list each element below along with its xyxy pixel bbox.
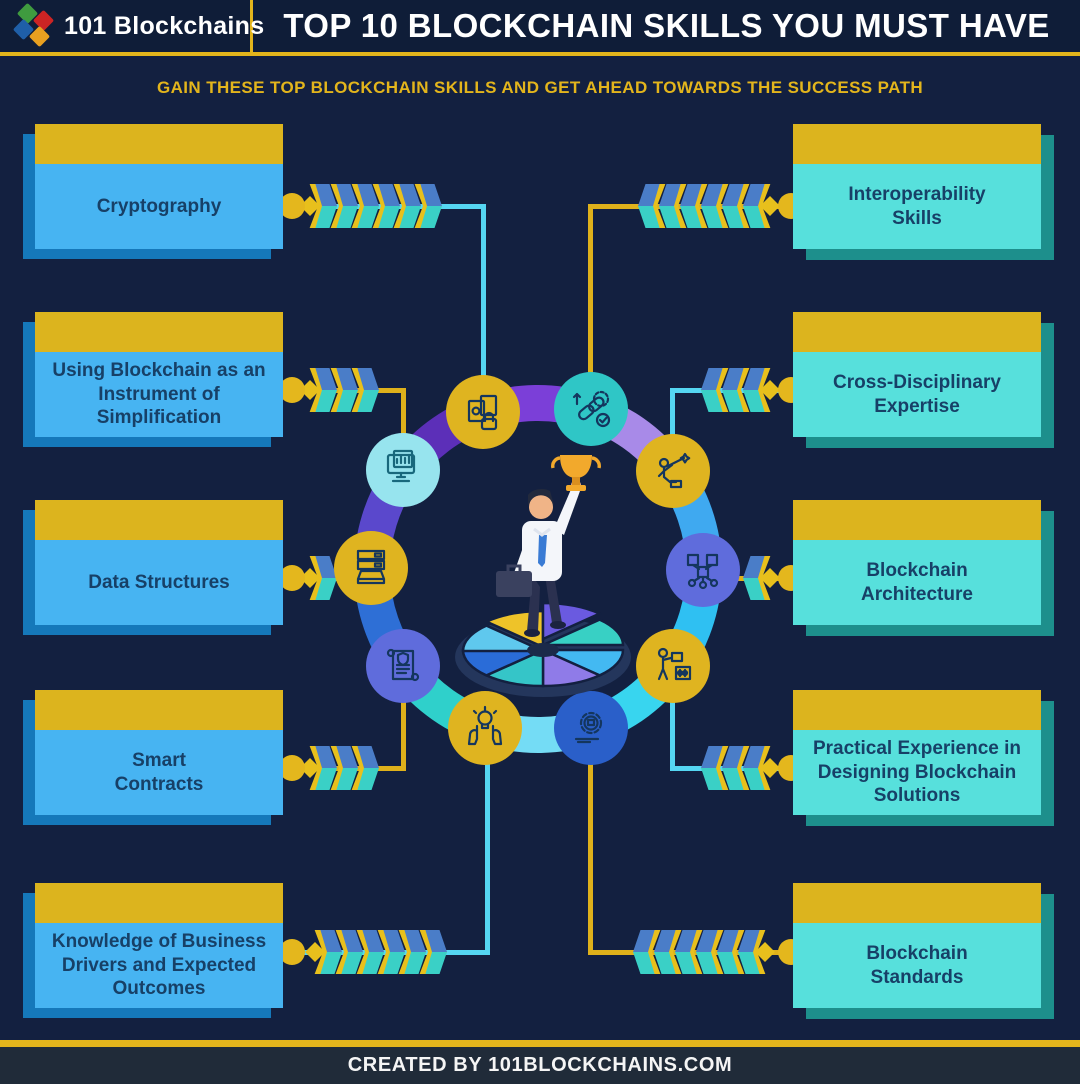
connector-line xyxy=(485,762,490,955)
connector-line xyxy=(670,700,675,771)
card-gold-band xyxy=(35,124,283,164)
skill-label: Using Blockchain as an Instrument of Sim… xyxy=(52,359,266,429)
skill-card-practical-experience: Practical Experience in Designing Blockc… xyxy=(793,690,1041,815)
block-chain-links xyxy=(701,746,780,790)
monitor-chart-icon xyxy=(366,433,440,507)
connector-line xyxy=(481,204,486,379)
skill-label: Blockchain Architecture xyxy=(861,559,973,605)
footer-bar: CREATED BY 101BLOCKCHAINS.COM xyxy=(0,1047,1080,1084)
connector-dot xyxy=(279,939,305,965)
connector-line xyxy=(401,700,406,771)
card-gold-band xyxy=(35,312,283,352)
connector-dot xyxy=(279,377,305,403)
skill-label: Cryptography xyxy=(96,195,222,217)
brand-area: 101 Blockchains xyxy=(0,0,264,52)
skill-card-architecture: Blockchain Architecture xyxy=(793,500,1041,625)
101blockchains-logo-icon xyxy=(12,2,55,48)
trophy-winner-illustration xyxy=(455,455,631,697)
skill-card-cross-disciplinary: Cross-Disciplinary Expertise xyxy=(793,312,1041,437)
connector-line xyxy=(588,204,593,374)
card-gold-band xyxy=(793,124,1041,164)
skill-card-cryptography: Cryptography xyxy=(35,124,283,249)
skill-card-interoperability: Interoperability Skills xyxy=(793,124,1041,249)
card-gold-band xyxy=(35,883,283,923)
hands-lightbulb-icon xyxy=(448,691,522,765)
documents-lock-icon xyxy=(446,375,520,449)
connector-line xyxy=(401,388,406,438)
skill-card-simplification: Using Blockchain as an Instrument of Sim… xyxy=(35,312,283,437)
card-gold-band xyxy=(793,500,1041,540)
connector-dot xyxy=(279,565,305,591)
card-gold-band xyxy=(35,690,283,730)
footer-divider xyxy=(0,1040,1080,1047)
skill-label: Interoperability Skills xyxy=(848,183,986,229)
block-chain-links xyxy=(701,368,780,412)
skill-label: Data Structures xyxy=(88,571,230,593)
chain-link-icon xyxy=(554,372,628,446)
block-chain-links xyxy=(300,184,442,228)
skill-card-smart-contracts: Smart Contracts xyxy=(35,690,283,815)
connector-dot xyxy=(279,755,305,781)
block-chain-links xyxy=(633,930,775,974)
brand-name: 101 Blockchains xyxy=(64,11,265,40)
skill-card-data-structures: Data Structures xyxy=(35,500,283,625)
subtitle: GAIN THESE TOP BLOCKCHAIN SKILLS AND GET… xyxy=(156,78,924,97)
block-chain-links xyxy=(743,556,780,600)
skill-card-business-knowledge: Knowledge of Business Drivers and Expect… xyxy=(35,883,283,1008)
block-chain-links xyxy=(300,368,379,412)
contract-scroll-icon xyxy=(366,629,440,703)
skill-label: Blockchain Standards xyxy=(866,942,968,988)
card-gold-band xyxy=(793,690,1041,730)
skill-label: Practical Experience in Designing Blockc… xyxy=(812,737,1022,807)
block-chain-links xyxy=(305,930,447,974)
skill-label: Knowledge of Business Drivers and Expect… xyxy=(51,930,267,1000)
header-bar: 101 Blockchains TOP 10 BLOCKCHAIN SKILLS… xyxy=(0,0,1080,56)
page-title: TOP 10 BLOCKCHAIN SKILLS YOU MUST HAVE xyxy=(283,7,1050,44)
connector-line xyxy=(588,762,593,955)
footer-credit: CREATED BY 101BLOCKCHAINS.COM xyxy=(347,1054,733,1076)
server-stack-icon xyxy=(334,531,408,605)
skill-card-standards: Blockchain Standards xyxy=(793,883,1041,1008)
connector-dot xyxy=(279,193,305,219)
skill-label: Cross-Disciplinary Expertise xyxy=(833,371,1001,417)
gear-tools-icon xyxy=(554,691,628,765)
card-gold-band xyxy=(35,500,283,540)
connector-line xyxy=(670,388,675,436)
cubes-network-icon xyxy=(666,533,740,607)
block-chain-links xyxy=(638,184,780,228)
person-telescope-icon xyxy=(636,434,710,508)
block-chain-links xyxy=(300,746,379,790)
card-gold-band xyxy=(793,312,1041,352)
designer-screen-icon xyxy=(636,629,710,703)
card-gold-band xyxy=(793,883,1041,923)
block-chain-links xyxy=(300,556,337,600)
skill-label: Smart Contracts xyxy=(114,749,204,795)
